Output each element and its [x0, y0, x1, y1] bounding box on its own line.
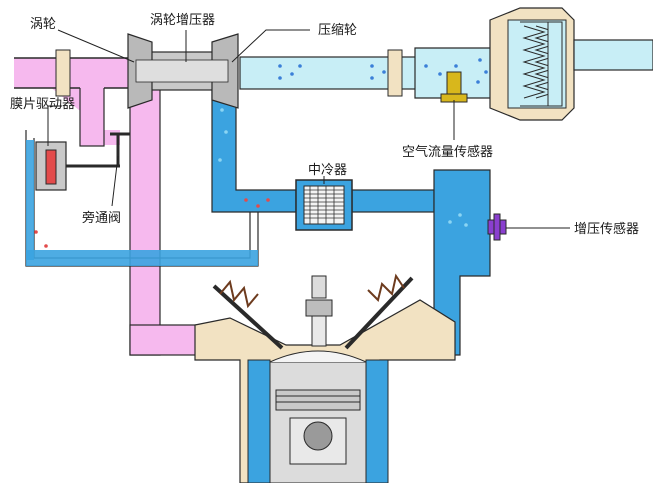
label-air-flow-sensor: 空气流量传感器: [402, 144, 493, 160]
label-intercooler: 中冷器: [308, 163, 347, 178]
intake-pipe-boost: [25, 89, 491, 356]
boost-pressure-sensor: [487, 213, 507, 241]
label-turbocharger: 涡轮增压器: [150, 13, 215, 28]
label-wastegate-actuator: 膜片驱动器: [10, 97, 75, 112]
label-bypass-valve: 旁通阀: [82, 210, 121, 226]
exhaust-manifold-pipe: [14, 49, 201, 356]
wastegate-actuator: [35, 132, 130, 191]
intercooler: [295, 179, 353, 231]
label-turbine: 涡轮: [30, 17, 56, 32]
turbocharger: [127, 33, 239, 109]
leader-lines: [47, 29, 570, 229]
engine-cylinder: [194, 273, 456, 483]
intake-pipe-light: [239, 7, 653, 121]
label-compressor: 压缩轮: [318, 22, 357, 38]
label-boost-sensor: 增压传感器: [574, 221, 639, 237]
